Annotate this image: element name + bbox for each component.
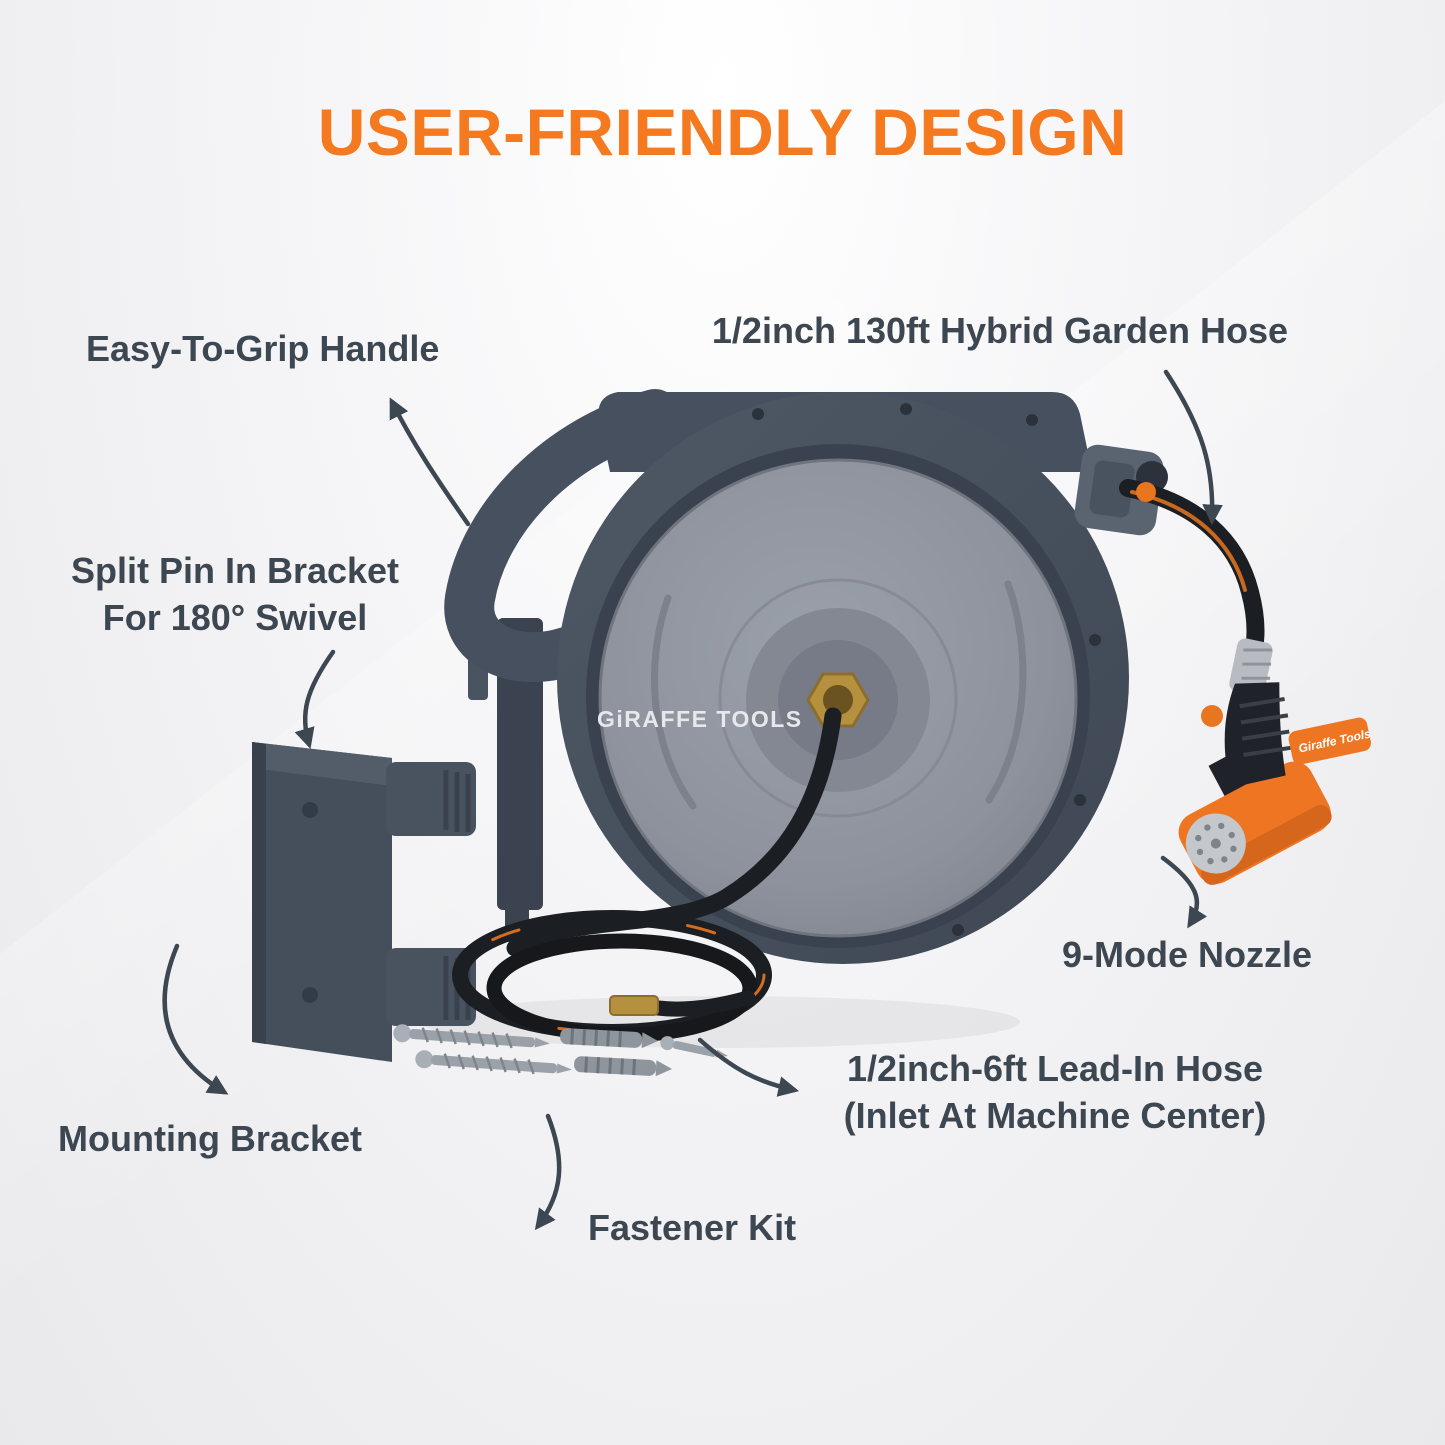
arrow-fastener [534,1113,562,1231]
label-handle: Easy-To-Grip Handle [86,328,440,369]
mode-dial [1201,705,1223,727]
fastener-kit-part [393,1024,729,1077]
arrow-lead-in [697,1037,800,1097]
mounting-bracket-part [252,742,476,1062]
label-split-pin-line2: For 180° Swivel [102,596,368,638]
arrow-split-pin [294,649,336,749]
body-screws [708,403,1101,936]
drum-face: GiRAFFE TOOLS [597,458,1078,938]
label-garden-hose: 1/2inch 130ft Hybrid Garden Hose [711,310,1289,351]
grip-handle [444,389,680,683]
label-fastener-kit: Fastener Kit [588,1207,797,1248]
label-mounting-bracket: Mounting Bracket [58,1118,363,1159]
label-lead-in-line2: (Inlet At Machine Center) [843,1094,1267,1136]
brand-text: GiRAFFE TOOLS [597,706,803,732]
lead-in-hose [452,707,842,1043]
label-split-pin-line1: Split Pin In Bracket [70,550,400,591]
label-lead-in-line1: 1/2inch-6ft Lead-In Hose [846,1048,1264,1089]
arrow-nozzle [1160,855,1208,929]
arrow-handle [389,397,471,527]
arrow-mounting-bracket [162,943,229,1095]
brass-hose-end [609,995,659,1016]
nozzle-hose [1119,479,1265,671]
label-split-pin: Split Pin In Bracket For 180° Swivel [40,548,430,642]
nozzle-part: Giraffe Tools [1178,638,1372,885]
annotation-arrows [162,369,1223,1231]
page-title: USER-FRIENDLY DESIGN [317,95,1128,169]
arrow-garden-hose [1163,369,1223,526]
label-lead-in-hose: 1/2inch-6ft Lead-In Hose (Inlet At Machi… [800,1046,1310,1140]
label-nozzle: 9-Mode Nozzle [1062,934,1313,975]
